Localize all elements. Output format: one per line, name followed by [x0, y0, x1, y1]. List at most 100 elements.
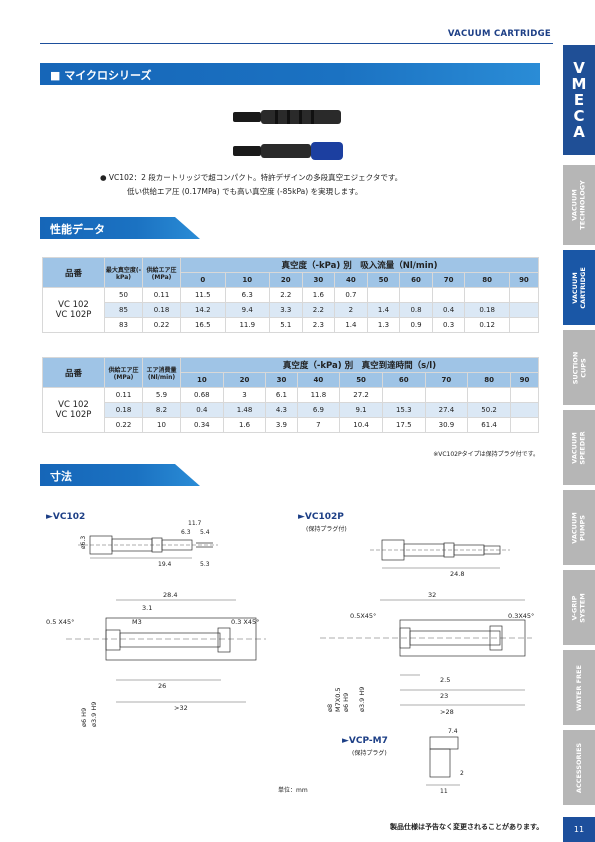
svg-text:2.5: 2.5 — [440, 676, 450, 684]
time-cell: 17.5 — [381, 417, 426, 433]
vc102p-label: ►VC102P — [298, 512, 344, 522]
flow-cell: 0.8 — [399, 302, 433, 318]
flow-cell: 1.3 — [366, 317, 401, 333]
time-cell — [467, 387, 511, 403]
svg-text:M3: M3 — [132, 618, 142, 626]
col-group: 真空度（-kPa) 別 真空到達時間（s/l) — [180, 357, 539, 373]
time-cell: 4.3 — [265, 402, 298, 418]
col-model: 品番 — [42, 357, 105, 388]
flow-cell: 1.4 — [366, 302, 401, 318]
vc102-label: ►VC102 — [46, 512, 86, 522]
svg-text:11: 11 — [440, 788, 448, 795]
flow-cell: 11.5 — [180, 287, 226, 303]
time-cell: 0.34 — [180, 417, 224, 433]
max-vacuum-cell: 85 — [104, 302, 143, 318]
svg-text:ø3.9 H9: ø3.9 H9 — [358, 687, 366, 712]
supply-cell: 0.18 — [142, 302, 181, 318]
col-supply-pressure: 供給エア圧(MPa) — [104, 357, 143, 388]
flow-cell — [508, 287, 540, 303]
col-vacuum-level: 90 — [508, 272, 540, 288]
svg-text:0.3X45°: 0.3X45° — [508, 612, 534, 620]
svg-text:0.3 X45°: 0.3 X45° — [231, 618, 259, 626]
flow-cell: 2.2 — [269, 287, 303, 303]
col-vacuum-level: 30 — [265, 372, 298, 388]
col-vacuum-level: 80 — [464, 272, 510, 288]
vc102p-outline-drawing: 24.8 — [370, 539, 510, 578]
col-vacuum-level: 70 — [424, 372, 469, 388]
col-group: 真空度（-kPa) 別 吸入流量（Nl/min) — [180, 257, 539, 273]
svg-text:0.5 X45°: 0.5 X45° — [46, 618, 74, 626]
vc102p-section-drawing: 320.5X45°0.3X45° 2.523>28 ø8 M7X0.5 ø6 H… — [320, 591, 534, 716]
col-vacuum-level: 0 — [180, 272, 226, 288]
product-photo — [233, 110, 343, 160]
svg-text:3.1: 3.1 — [142, 604, 152, 612]
flow-cell: 16.5 — [180, 317, 226, 333]
air-consumption-cell: 10 — [142, 417, 181, 433]
flow-cell — [366, 287, 401, 303]
section-micro-series: ■ マイクロシリーズ — [40, 63, 540, 85]
svg-text:6.3: 6.3 — [181, 529, 191, 536]
svg-text:23: 23 — [440, 692, 448, 700]
time-cell — [509, 402, 540, 418]
svg-text:>32: >32 — [174, 704, 188, 712]
col-vacuum-level: 80 — [467, 372, 511, 388]
flow-cell: 0.9 — [399, 317, 433, 333]
col-model: 品番 — [42, 257, 105, 288]
flow-cell — [508, 302, 540, 318]
time-cell: 11.8 — [296, 387, 341, 403]
footer-note: 製品仕様は予告なく変更されることがあります。 — [390, 823, 544, 831]
time-cell: 50.2 — [467, 402, 511, 418]
tab-accessories[interactable]: ACCESSORIES — [563, 730, 595, 805]
max-vacuum-cell: 83 — [104, 317, 143, 333]
tab-label: WATER FREE — [575, 664, 583, 711]
col-vacuum-level: 50 — [339, 372, 383, 388]
flow-cell: 0.18 — [464, 302, 510, 318]
svg-text:24.8: 24.8 — [450, 570, 464, 578]
svg-text:ø8: ø8 — [326, 704, 334, 712]
time-cell — [509, 417, 540, 433]
tab-water-free[interactable]: WATER FREE — [563, 650, 595, 725]
time-cell: 1.48 — [222, 402, 267, 418]
supply-cell: 0.11 — [142, 287, 181, 303]
section-dimensions: 寸法 — [40, 464, 200, 486]
flow-cell: 0.12 — [464, 317, 510, 333]
time-cell: 15.3 — [381, 402, 426, 418]
max-vacuum-cell: 50 — [104, 287, 143, 303]
time-cell: 7 — [296, 417, 341, 433]
air-consumption-cell: 8.2 — [142, 402, 181, 418]
time-cell: 27.4 — [424, 402, 469, 418]
svg-text:28.4: 28.4 — [163, 591, 177, 599]
section-title: 寸法 — [50, 470, 72, 483]
supply-cell: 0.18 — [104, 402, 143, 418]
vcpm7-sublabel: (保持プラグ) — [352, 750, 387, 757]
supply-cell: 0.22 — [142, 317, 181, 333]
flow-cell — [508, 317, 540, 333]
svg-text:ø6 H9: ø6 H9 — [80, 708, 88, 727]
air-consumption-cell: 5.9 — [142, 387, 181, 403]
tab-label: ACCESSORIES — [575, 742, 583, 793]
time-cell — [424, 387, 469, 403]
flow-cell: 14.2 — [180, 302, 226, 318]
page-number: 11 — [563, 817, 595, 842]
section-title: ■ マイクロシリーズ — [50, 69, 152, 82]
time-cell: 1.6 — [222, 417, 267, 433]
svg-text:M7X0.5: M7X0.5 — [334, 687, 342, 712]
flow-cell: 1.4 — [334, 317, 368, 333]
flow-cell — [431, 287, 466, 303]
col-vacuum-level: 20 — [269, 272, 303, 288]
